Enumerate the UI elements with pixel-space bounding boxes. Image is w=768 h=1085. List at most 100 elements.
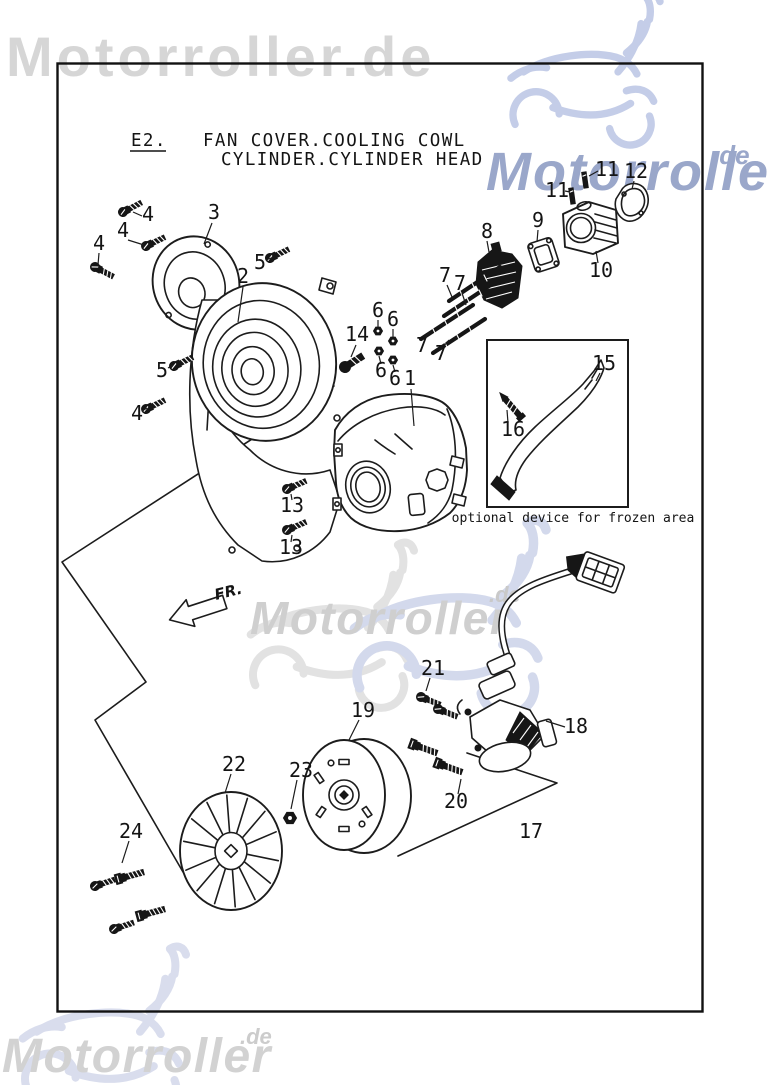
part-label-leader-9 xyxy=(536,229,539,243)
part-label-4: 4 xyxy=(131,401,143,425)
part-label-6: 6 xyxy=(372,298,384,322)
part-label-leader-4 xyxy=(97,252,100,266)
part-22-fan xyxy=(179,791,283,911)
part-label-leader-19 xyxy=(348,719,360,741)
part-label-leader-4 xyxy=(132,211,143,217)
part-label-leader-16 xyxy=(506,409,509,424)
part-label-21: 21 xyxy=(421,656,445,680)
part-9-gasket xyxy=(527,236,560,273)
part-label-leader-7 xyxy=(423,331,431,340)
part-7-studs xyxy=(418,264,503,356)
part-label-5: 5 xyxy=(156,358,168,382)
part-20-bolt xyxy=(432,756,465,778)
part-label-11: 11 xyxy=(595,157,619,181)
part-16-screw xyxy=(499,391,527,422)
part-label-7: 7 xyxy=(454,271,466,295)
part-label-4: 4 xyxy=(117,218,129,242)
part-label-leader-10 xyxy=(595,250,599,264)
title-code: E2. xyxy=(131,131,167,151)
part-label-leader-2 xyxy=(237,286,244,323)
part-label-leader-6 xyxy=(392,364,396,373)
part-label-24: 24 xyxy=(119,819,143,843)
part-23-nut xyxy=(283,811,297,825)
cable-connector xyxy=(565,551,626,594)
part-24-bolt xyxy=(134,903,167,923)
part-label-16: 16 xyxy=(501,417,525,441)
part-label-leader-12 xyxy=(631,180,635,190)
part-label-leader-5 xyxy=(265,257,272,261)
part-label-6: 6 xyxy=(387,307,399,331)
part-label-1: 1 xyxy=(404,366,416,390)
part-label-17: 17 xyxy=(519,819,543,843)
title-line2: CYLINDER.CYLINDER HEAD xyxy=(221,150,484,170)
part-label-10: 10 xyxy=(589,258,613,282)
part-15-hose xyxy=(499,359,605,493)
part-label-leader-21 xyxy=(425,677,431,692)
part-2-fan-cover xyxy=(188,277,341,563)
part-label-leader-18 xyxy=(545,720,566,728)
crankcase-break-line xyxy=(61,385,335,873)
part-6-nut xyxy=(388,355,398,365)
part-12-gasket xyxy=(614,182,649,222)
part-label-15: 15 xyxy=(592,351,616,375)
inset-caption: optional device for frozen area xyxy=(452,511,695,526)
part-4-screw xyxy=(88,260,116,282)
watermark-bottom-brand: Motorroller xyxy=(2,1030,273,1083)
part-label-leader-7 xyxy=(442,339,450,348)
part-8-cylinder-head xyxy=(475,241,523,309)
diagram-title: E2. FAN COVER.COOLING COWL CYLINDER.CYLI… xyxy=(130,131,484,170)
scooter-sketch-top-right xyxy=(511,0,660,145)
part-label-leader-8 xyxy=(486,240,490,253)
part-1-cooling-cowl xyxy=(332,393,468,533)
part-label-11: 11 xyxy=(545,178,569,202)
part-label-9: 9 xyxy=(532,208,544,232)
part-label-leader-23 xyxy=(290,779,298,810)
part-label-leader-7 xyxy=(461,292,467,306)
part-label-leader-1 xyxy=(410,388,415,427)
optional-device-inset xyxy=(486,339,629,508)
part-5-screw xyxy=(263,244,292,265)
part-label-12: 12 xyxy=(624,159,648,183)
part-label-leader-20 xyxy=(457,778,462,795)
part-label-3: 3 xyxy=(208,200,220,224)
part-label-leader-4 xyxy=(141,407,148,412)
part-label-23: 23 xyxy=(289,758,313,782)
part-label-leader-5 xyxy=(167,364,174,369)
part-label-6: 6 xyxy=(389,366,401,390)
part-label-leader-14 xyxy=(350,344,357,358)
part-label-leader-6 xyxy=(378,355,382,365)
part-4-screw xyxy=(139,395,168,416)
title-line1: FAN COVER.COOLING COWL xyxy=(203,131,466,151)
part-label-7: 7 xyxy=(435,341,447,365)
watermark-topright-de: .de xyxy=(712,140,750,170)
part-6-nut xyxy=(374,346,384,356)
part-label-leader-13 xyxy=(290,534,293,543)
part-label-leader-3 xyxy=(203,222,213,245)
fr-label: FR. xyxy=(213,580,244,604)
part-label-4: 4 xyxy=(93,231,105,255)
part-label-leader-4 xyxy=(127,239,145,246)
part-label-6: 6 xyxy=(375,358,387,382)
part-label-4: 4 xyxy=(142,202,154,226)
part-label-leader-22 xyxy=(224,773,232,794)
part-24-screw xyxy=(107,917,136,936)
part-label-18: 18 xyxy=(564,714,588,738)
part-label-leader-13 xyxy=(290,493,293,501)
part-label-leader-11 xyxy=(564,190,571,193)
part-label-7: 7 xyxy=(439,263,451,287)
part-6-nut xyxy=(388,336,398,346)
part-label-19: 19 xyxy=(351,698,375,722)
part-14-bolt xyxy=(339,352,366,373)
part-label-8: 8 xyxy=(481,219,493,243)
part-21-screw xyxy=(431,702,460,722)
part-label-leader-15 xyxy=(595,372,601,382)
part-4-screw xyxy=(139,232,168,253)
part-label-14: 14 xyxy=(345,322,369,346)
part-24-screw xyxy=(88,874,117,893)
part-6-nut xyxy=(373,326,383,336)
part-label-2: 2 xyxy=(237,264,249,288)
